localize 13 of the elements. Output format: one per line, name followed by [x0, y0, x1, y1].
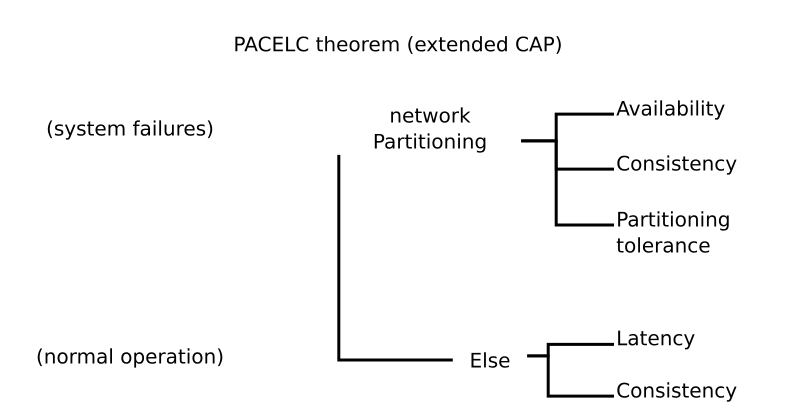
connector	[521, 139, 614, 227]
title: PACELC theorem (extended CAP)	[235, 36, 561, 54]
term: Partitioning tolerance	[616, 211, 729, 253]
term: Consistency	[617, 155, 737, 175]
term: Latency	[618, 330, 695, 350]
annotation: (system failures)	[48, 120, 212, 140]
term: Consistency	[617, 382, 737, 402]
term: network Partitioning	[374, 107, 486, 153]
connector	[527, 354, 614, 398]
term: Availability	[616, 100, 725, 120]
term: Else	[472, 352, 510, 368]
connector	[337, 154, 453, 362]
annotation: (normal operation)	[38, 348, 222, 368]
